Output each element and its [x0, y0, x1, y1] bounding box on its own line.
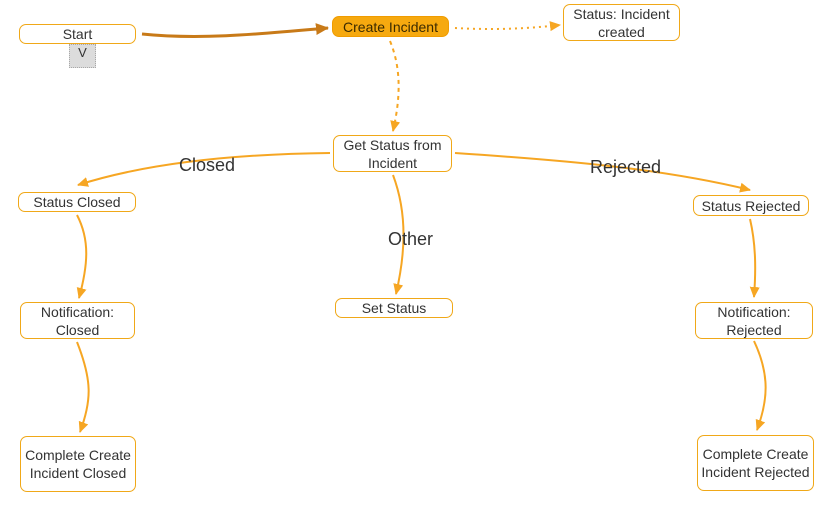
status-incident-created-node[interactable]: Status: Incident created [563, 4, 680, 41]
edge-status-closed-to-notification-closed [76, 214, 88, 299]
edge-status-rejected-to-notification-rejected [749, 218, 760, 298]
edge-label-closed: Closed [179, 155, 236, 175]
edge-create-incident-to-status-created [454, 21, 561, 32]
edge-notification-rejected-to-complete-rejected [753, 340, 767, 431]
notification-rejected-node[interactable]: Notification: Rejected [695, 302, 813, 339]
complete-create-incident-closed-node[interactable]: Complete Create Incident Closed [20, 436, 136, 492]
edge-get-status-to-status-rejected [454, 152, 751, 193]
set-status-node[interactable]: Set Status [335, 298, 453, 318]
edge-start-to-create-incident [141, 23, 329, 38]
create-incident-node[interactable]: Create Incident [332, 16, 449, 37]
edge-create-incident-to-get-status [389, 40, 401, 132]
notification-closed-node[interactable]: Notification: Closed [20, 302, 135, 339]
status-rejected-node[interactable]: Status Rejected [693, 195, 809, 216]
status-closed-node[interactable]: Status Closed [18, 192, 136, 212]
get-status-from-incident-node[interactable]: Get Status from Incident [333, 135, 452, 172]
start-toggle-button[interactable]: V [69, 44, 96, 68]
edge-get-status-to-status-closed [77, 152, 331, 187]
start-node[interactable]: Start [19, 24, 136, 44]
edge-notification-closed-to-complete-closed [76, 341, 90, 433]
edge-get-status-to-set-status [392, 174, 405, 295]
complete-create-incident-rejected-node[interactable]: Complete Create Incident Rejected [697, 435, 814, 491]
edge-label-other: Other [388, 229, 434, 249]
edge-label-rejected: Rejected [590, 157, 662, 177]
